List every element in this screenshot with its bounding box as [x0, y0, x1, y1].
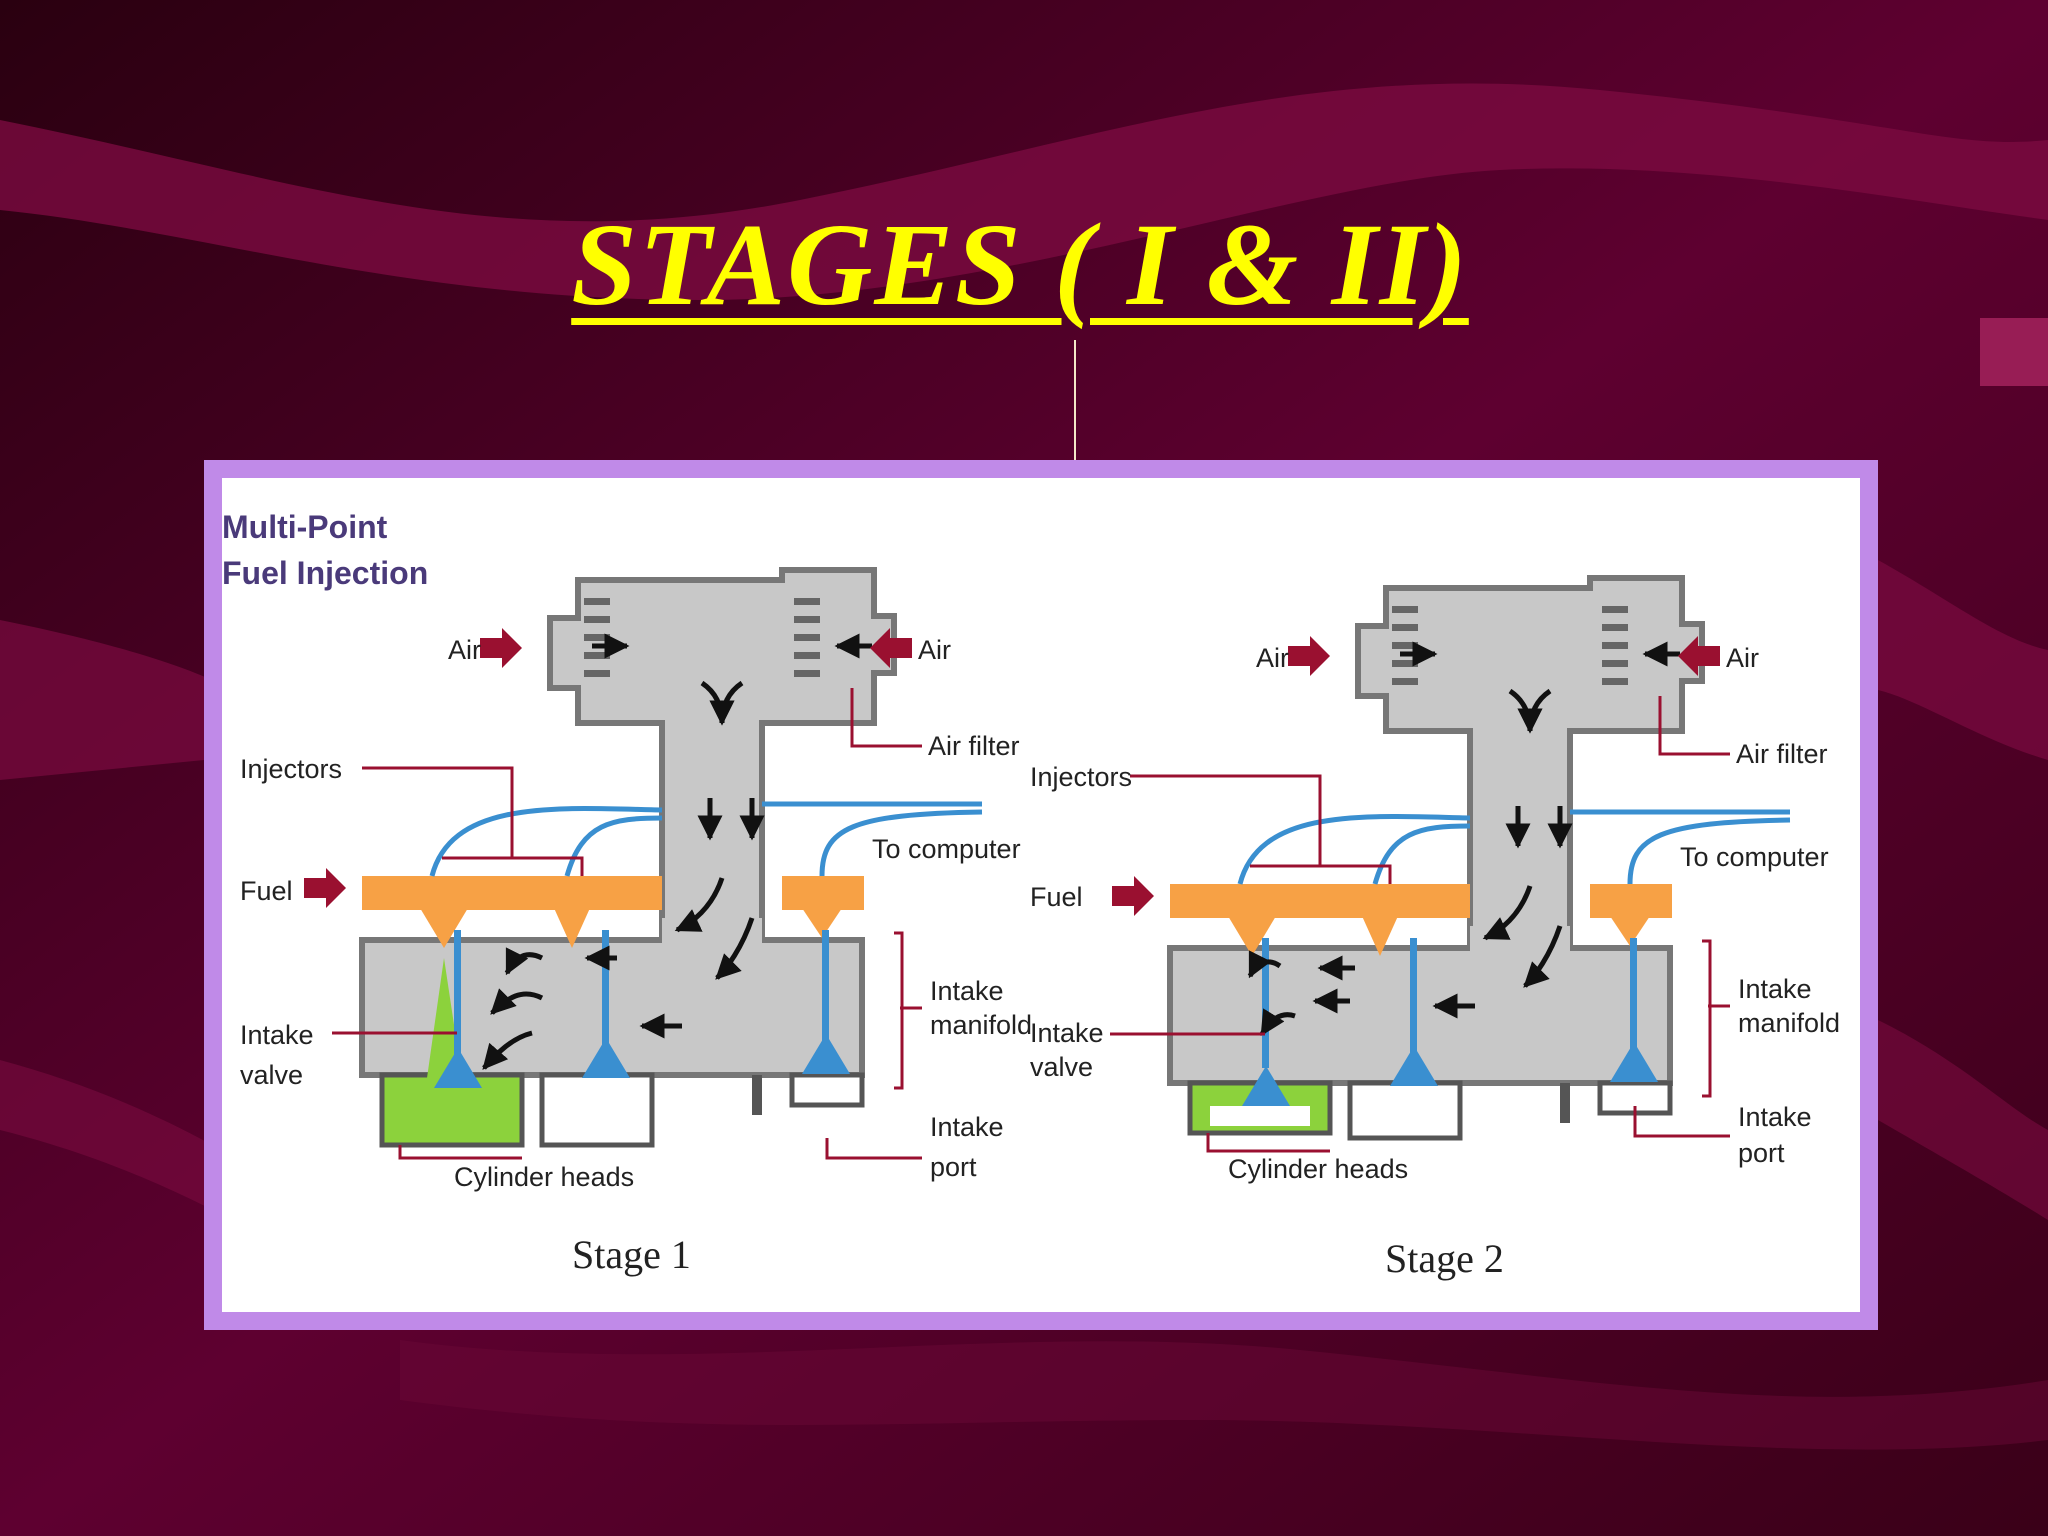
stage1-caption: Stage 1 — [572, 1232, 691, 1277]
stage2-air-right-label: Air — [1726, 643, 1759, 673]
slide-title: STAGES ( I & II) — [571, 199, 1469, 330]
stage2-leader-lines — [1110, 696, 1730, 1153]
stage2-to-computer-label: To computer — [1680, 842, 1829, 872]
stage1-air-arrows — [304, 628, 912, 908]
stage2-intake-port-label-1: Intake — [1738, 1102, 1812, 1132]
stage1-intake-port-label-1: Intake — [930, 1112, 1004, 1142]
fuel-injection-diagram: Multi-Point Fuel Injection — [222, 509, 1840, 1281]
stage1-flow-arrows — [482, 633, 872, 1070]
diagram-heading-line1: Multi-Point — [222, 509, 388, 545]
stage1-air-right-label: Air — [918, 635, 951, 665]
stage1-air-filter-label: Air filter — [928, 731, 1020, 761]
stage2-diagram: Air Air Air filter Injectors To computer… — [1030, 575, 1840, 1281]
stage2-intake-valves — [1242, 938, 1658, 1106]
stage2-air-filter-label: Air filter — [1736, 739, 1828, 769]
stage2-intake-port-label-2: port — [1738, 1138, 1785, 1168]
stage2-intake-manifold-label-1: Intake — [1738, 974, 1812, 1004]
stage1-diagram: Air Air Air filter Injectors To computer… — [240, 567, 1032, 1277]
stage1-intake-manifold-label-1: Intake — [930, 976, 1004, 1006]
stage1-injector-wires — [429, 801, 983, 877]
stage2-caption: Stage 2 — [1385, 1236, 1504, 1281]
stage2-air-left-label: Air — [1256, 643, 1289, 673]
stage1-fuel-spray — [427, 958, 462, 1078]
stage1-air-left-label: Air — [448, 635, 481, 665]
stage2-flow-arrows — [1247, 641, 1680, 1037]
stage1-fuel-label: Fuel — [240, 876, 293, 906]
stage2-intake-manifold-label-2: manifold — [1738, 1008, 1840, 1038]
stage1-intake-valve-label-1: Intake — [240, 1020, 314, 1050]
diagram-panel: Multi-Point Fuel Injection — [222, 478, 1860, 1312]
stage1-filter-slats — [584, 598, 820, 677]
stage1-fuel-rail — [362, 876, 662, 910]
stage1-injectors-label: Injectors — [240, 754, 342, 784]
stage1-air-housing — [547, 567, 897, 951]
stage2-injectors-label: Injectors — [1030, 762, 1132, 792]
stage2-fuel-label: Fuel — [1030, 882, 1083, 912]
stage1-intake-port-label-2: port — [930, 1152, 977, 1182]
stage2-cylinder-head-2 — [1347, 1080, 1463, 1141]
stage2-intake-valve-label-1: Intake — [1030, 1018, 1104, 1048]
stage1-cylinder-heads-label: Cylinder heads — [454, 1162, 634, 1192]
stage1-cylinder-head-2 — [539, 1072, 655, 1148]
stage2-injector-wires — [1237, 809, 1791, 885]
stage2-intake-valve-label-2: valve — [1030, 1052, 1093, 1082]
diagram-heading-line2: Fuel Injection — [222, 555, 428, 591]
stage2-air-housing — [1355, 575, 1705, 959]
stage1-leader-lines — [332, 688, 922, 1160]
stage2-filter-slats — [1392, 606, 1628, 685]
stage2-air-arrows — [1112, 636, 1720, 916]
stage1-intake-port — [789, 1072, 865, 1108]
stage1-intake-valve-label-2: valve — [240, 1060, 303, 1090]
stage1-intake-valves — [434, 930, 850, 1088]
stage1-to-computer-label: To computer — [872, 834, 1021, 864]
stage1-intake-manifold-label-2: manifold — [930, 1010, 1032, 1040]
stage2-fuel-rail — [1170, 884, 1470, 918]
stage2-cylinder-heads-label: Cylinder heads — [1228, 1154, 1408, 1184]
